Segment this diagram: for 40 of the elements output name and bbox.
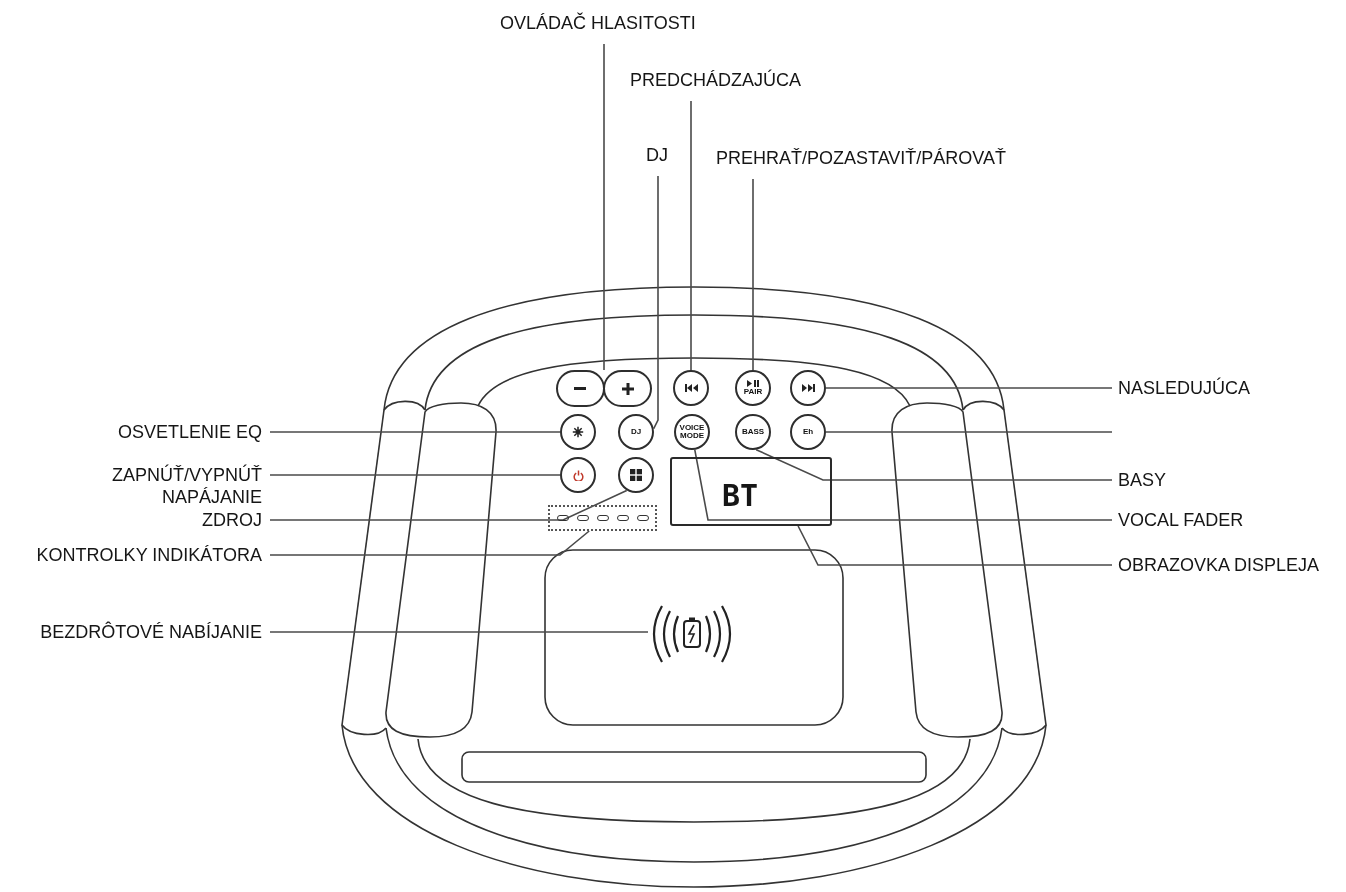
part-label: DJ: [646, 144, 668, 166]
previous-button: [673, 370, 709, 406]
voice-mode-button: VOICE MODE: [674, 414, 710, 450]
display-screen: BT: [670, 457, 832, 526]
leader-line: [690, 100, 692, 371]
power-button: [560, 457, 596, 493]
part-label: KONTROLKY INDIKÁTORA: [36, 544, 262, 566]
leader-line: [652, 175, 659, 430]
leader-line: [269, 530, 590, 556]
leader-line: [825, 387, 1113, 389]
part-label: ZAPNÚŤ/VYPNÚŤ NAPÁJANIE: [87, 464, 262, 508]
part-label: VOCAL FADER: [1118, 509, 1244, 531]
leader-line: [755, 448, 1113, 481]
part-label: NASLEDUJÚCA: [1118, 377, 1251, 399]
leader-line: [752, 178, 754, 371]
leader-line: [269, 431, 561, 433]
volume-rocker-button: [556, 370, 652, 407]
part-label: ZDROJ: [202, 509, 262, 531]
part-label: PREHRAŤ/POZASTAVIŤ/PÁROVAŤ: [716, 147, 1007, 169]
dj-button: DJ: [618, 414, 654, 450]
play-pause-button: PAIR: [735, 370, 771, 406]
next-button: [790, 370, 826, 406]
mode-button: [618, 457, 654, 493]
bass-button: BASS: [735, 414, 771, 450]
leader-line: [797, 525, 1113, 566]
part-label: PREDCHÁDZAJÚCA: [630, 69, 802, 91]
part-label: OSVETLENIE EQ: [117, 421, 262, 443]
part-label: OVLÁDAČ HLASITOSTI: [500, 12, 696, 34]
leader-line: [269, 474, 561, 476]
leader-line: [694, 449, 1113, 521]
function-button: Eh: [790, 414, 826, 450]
light-button: [560, 414, 596, 450]
indicator-light-panel: [548, 505, 657, 531]
part-label: OBRAZOVKA DISPLEJA: [1118, 554, 1320, 576]
part-label: BEZDRÔTOVÉ NABÍJANIE: [40, 621, 262, 643]
part-label: BASY: [1118, 469, 1167, 491]
leader-line: [269, 489, 628, 521]
leader-line: [825, 431, 1113, 433]
leader-line: [603, 43, 605, 371]
leader-line: [269, 631, 649, 633]
